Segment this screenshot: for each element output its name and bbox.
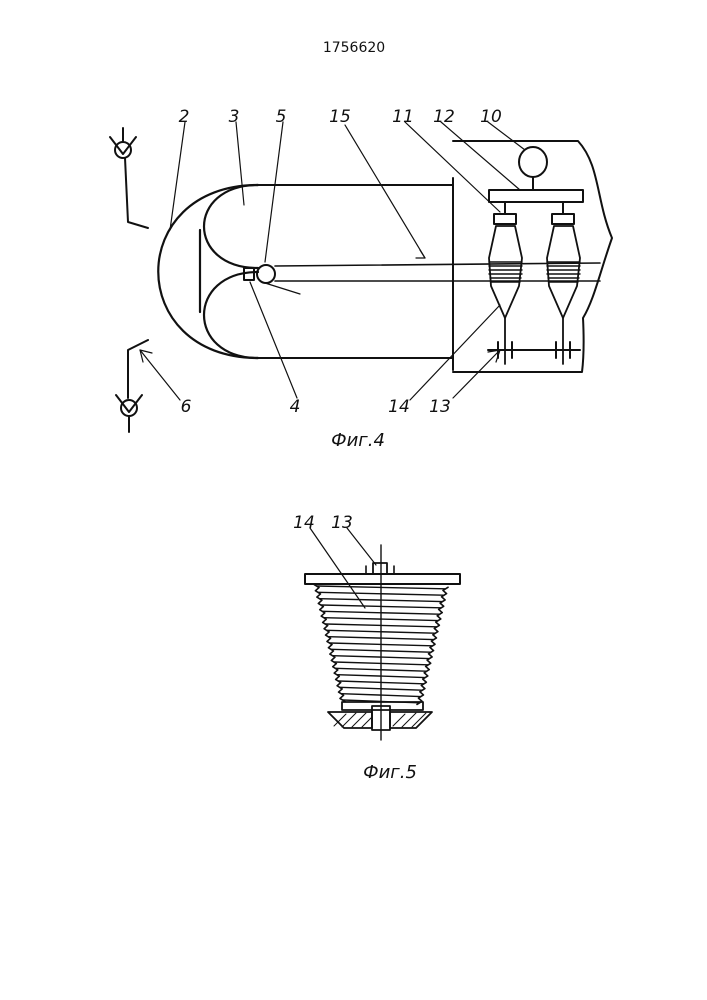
housing-outline <box>453 141 612 372</box>
callout-4: 4 <box>290 397 301 417</box>
callout-12: 12 <box>433 107 455 127</box>
upper-valve-cup <box>110 128 136 154</box>
callout-3: 3 <box>229 107 240 127</box>
figure-5-caption: Фиг.5 <box>363 762 417 783</box>
callout-5: 5 <box>276 107 287 127</box>
figure-4: 2 3 5 15 11 12 10 4 6 14 13 Фиг.4 <box>110 107 612 451</box>
callout-2: 2 <box>179 107 190 127</box>
lower-lobe <box>204 272 258 358</box>
fig5-callout-14: 14 <box>293 513 315 533</box>
spool-roller <box>257 265 275 283</box>
motor-icon <box>519 147 547 177</box>
figure-4-caption: Фиг.4 <box>331 430 385 451</box>
callout-6: 6 <box>181 397 192 417</box>
lower-pipe <box>128 340 148 398</box>
lower-valve-icon <box>121 400 137 416</box>
callout-13: 13 <box>429 397 451 417</box>
upper-pipe <box>125 158 148 228</box>
spool-tail <box>265 283 300 294</box>
right-spindle-winding <box>547 262 580 282</box>
left-spindle <box>489 226 522 318</box>
callout-11: 11 <box>392 107 414 127</box>
fig5-callout-13: 13 <box>331 513 353 533</box>
upper-valve-icon <box>115 142 131 158</box>
callout-15: 15 <box>329 107 351 127</box>
left-coupling <box>494 214 516 224</box>
top-plate <box>305 574 460 584</box>
figure-5: 14 13 Фиг.5 <box>293 513 460 783</box>
leader-13 <box>347 528 376 565</box>
right-coupling <box>552 214 574 224</box>
patent-number: 1756620 <box>323 40 385 56</box>
left-spindle-winding <box>489 262 522 282</box>
right-spindle <box>547 226 580 318</box>
base-hatching <box>334 713 426 727</box>
callout-10: 10 <box>480 107 502 127</box>
callout-14: 14 <box>388 397 410 417</box>
upper-lobe <box>204 185 258 268</box>
gearbox-plate <box>489 190 583 202</box>
